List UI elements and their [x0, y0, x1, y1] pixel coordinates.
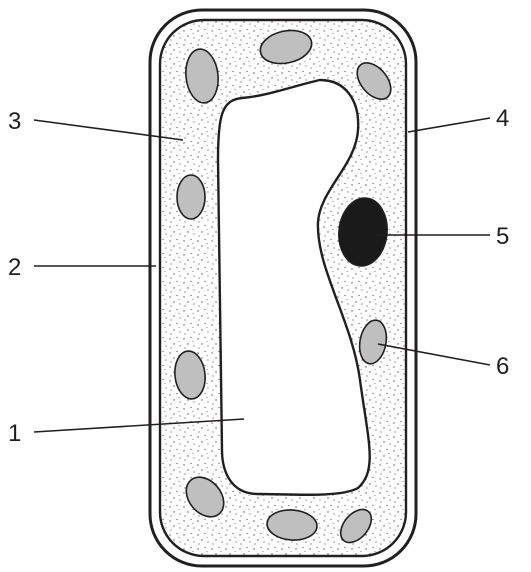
label-cell-wall: 2 — [8, 254, 21, 281]
label-vacuole: 1 — [8, 420, 21, 447]
label-cytoplasm: 3 — [8, 108, 21, 135]
label-chloroplast: 6 — [496, 353, 509, 380]
label-cell-membrane: 4 — [496, 105, 509, 132]
chloroplast — [177, 175, 205, 219]
label-nucleus: 5 — [496, 223, 509, 250]
leader-line-4 — [408, 118, 490, 132]
